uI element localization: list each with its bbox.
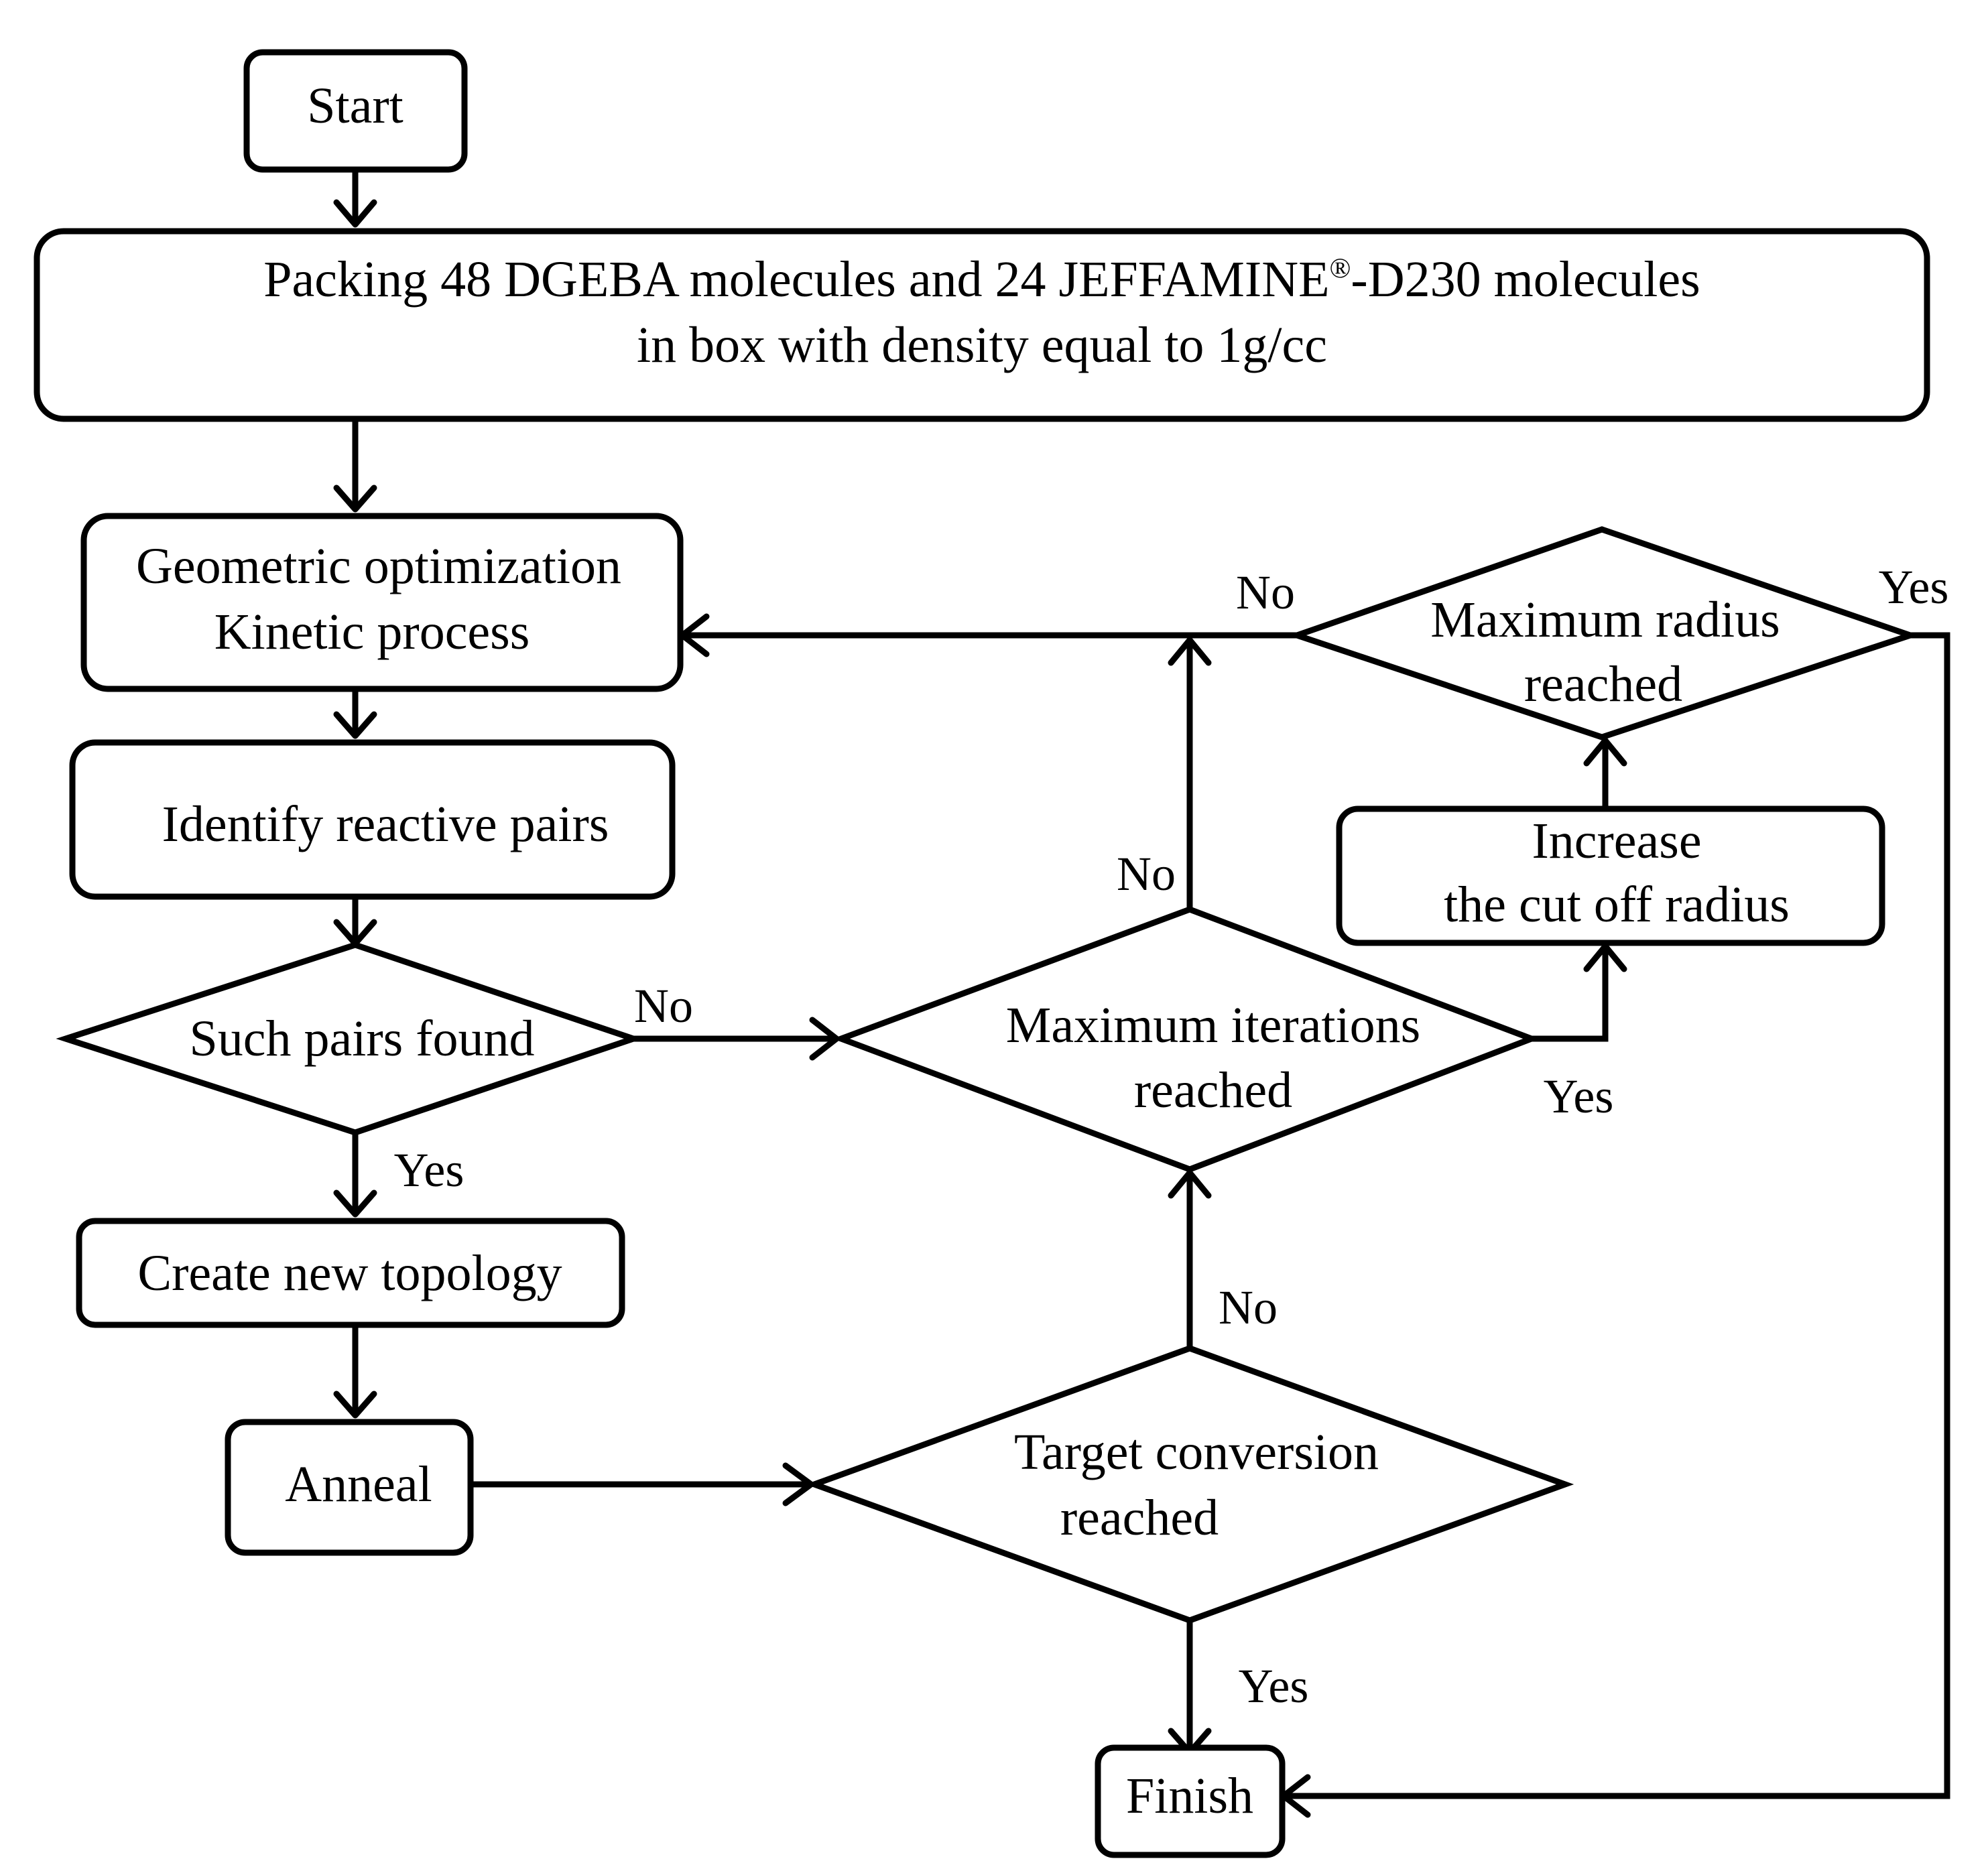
arrowhead-packing-icon	[333, 199, 377, 228]
max-radius-label-line2: reached	[1524, 656, 1682, 712]
max-radius-diamond	[1288, 526, 1920, 740]
arrowhead-radius-icon	[1583, 737, 1627, 767]
increase-radius-node: Increase the cut off radius	[1336, 805, 1885, 946]
target-conversion-label-line2: reached	[1060, 1490, 1219, 1546]
packing-node: Packing 48 DGEBA molecules and 24 JEFFAM…	[34, 228, 1930, 422]
geometric-label-line1: Geometric optimization	[136, 538, 621, 594]
max-iterations-label-line1: Maximum iterations	[1006, 997, 1420, 1053]
anneal-box	[225, 1419, 474, 1556]
geometric-node: Geometric optimization Kinetic process	[80, 513, 684, 692]
finish-node: Finish	[1095, 1744, 1286, 1858]
create-topology-box	[76, 1218, 625, 1328]
anneal-label: Anneal	[285, 1456, 432, 1512]
arrowhead-topology-icon	[333, 1189, 377, 1218]
label-pairs-no: No	[634, 979, 693, 1033]
arrowhead-anneal-icon	[333, 1391, 377, 1419]
increase-radius-label-line2: the cut off radius	[1444, 877, 1790, 933]
arrowhead-up-iterations-icon	[1168, 637, 1212, 666]
identify-label: Identify reactive pairs	[162, 796, 609, 852]
finish-box	[1095, 1744, 1286, 1858]
finish-label: Finish	[1126, 1768, 1253, 1824]
target-conversion-diamond	[805, 1345, 1574, 1624]
start-label: Start	[307, 78, 403, 134]
target-conversion-label-line1: Target conversion	[1014, 1424, 1379, 1480]
edge-iterations-to-increase	[1532, 946, 1609, 1042]
increase-radius-box	[1336, 805, 1885, 946]
label-pairs-yes: Yes	[394, 1143, 464, 1197]
label-iterations-no: No	[1117, 847, 1176, 901]
packing-label-line1: Packing 48 DGEBA molecules and 24 JEFFAM…	[263, 251, 1700, 308]
target-conversion-node: Target conversion reached	[805, 1345, 1574, 1624]
max-iterations-diamond	[832, 906, 1540, 1173]
arrowhead-increase-icon	[1583, 943, 1627, 972]
max-iterations-label-line2: reached	[1134, 1062, 1292, 1118]
arrowhead-identify-icon	[333, 711, 377, 739]
label-target-yes: Yes	[1239, 1659, 1309, 1713]
label-iterations-yes: Yes	[1544, 1070, 1614, 1123]
start-box	[243, 49, 468, 173]
create-topology-label: Create new topology	[137, 1245, 562, 1301]
create-topology-node: Create new topology	[76, 1218, 625, 1328]
geometric-label-line2: Kinetic process	[214, 604, 530, 660]
geometric-box	[80, 513, 684, 692]
pairs-found-label: Such pairs found	[189, 1011, 534, 1067]
max-radius-label-line1: Maximum radius	[1430, 592, 1780, 648]
arrowhead-iterations-from-target-icon	[1168, 1169, 1212, 1199]
packing-label-line2: in box with density equal to 1g/cc	[637, 317, 1327, 373]
pairs-found-node: Such pairs found	[56, 942, 643, 1136]
packing-box	[34, 228, 1930, 422]
start-node: Start	[243, 49, 468, 173]
max-radius-node: Maximum radius reached	[1288, 526, 1920, 740]
edges	[333, 171, 1950, 1818]
arrowhead-geometric-icon	[333, 485, 377, 513]
edge-labels: Yes No No Yes No Yes No Yes	[394, 560, 1949, 1713]
edge-radius-to-finish	[1284, 632, 1950, 1799]
max-iterations-node: Maximum iterations reached	[832, 906, 1540, 1173]
label-radius-no: No	[1236, 566, 1295, 619]
label-radius-yes: Yes	[1879, 560, 1949, 614]
pairs-found-diamond	[56, 942, 643, 1136]
label-target-no: No	[1219, 1281, 1278, 1334]
increase-radius-label-line1: Increase	[1532, 813, 1701, 869]
anneal-node: Anneal	[225, 1419, 474, 1556]
identify-node: Identify reactive pairs	[69, 739, 676, 900]
identify-box	[69, 739, 676, 900]
